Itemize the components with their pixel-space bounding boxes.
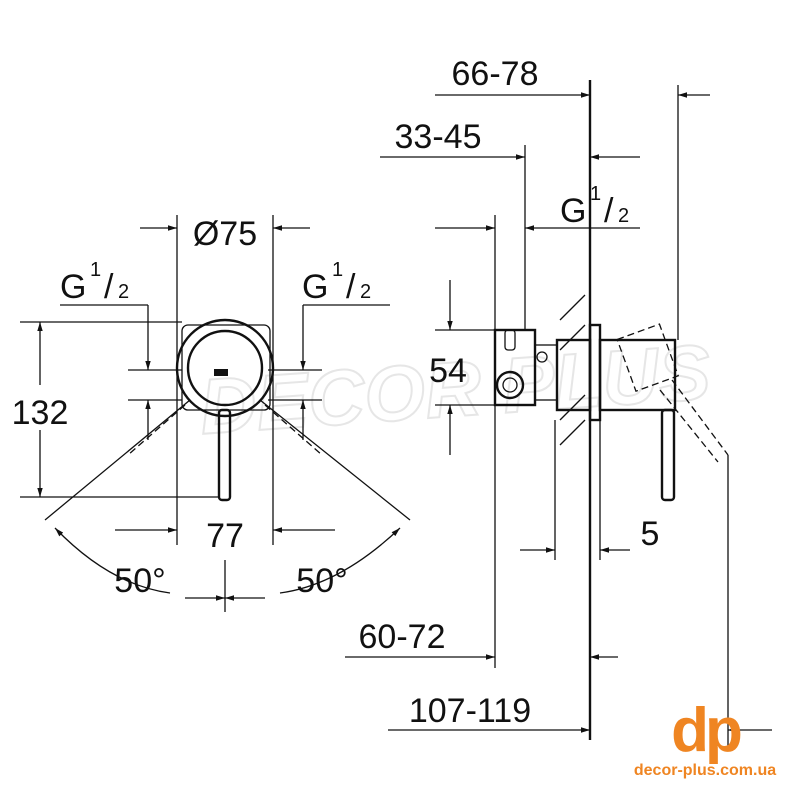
right-thread-label: G: [302, 268, 328, 306]
right-thread-slash: /: [346, 268, 356, 306]
side-thread-den: 2: [618, 205, 629, 227]
right-thread-num: 1: [332, 259, 343, 281]
depth-body-label: 33-45: [395, 118, 482, 156]
diameter-label: Ø75: [193, 215, 257, 253]
logo-url: decor-plus.com.ua: [633, 762, 777, 779]
wall-min-label: 60-72: [359, 618, 446, 656]
left-thread-slash: /: [104, 268, 114, 306]
angle-right-label: 50°: [296, 562, 347, 600]
right-thread-den: 2: [360, 281, 371, 303]
depth-total-label: 66-78: [452, 55, 539, 93]
logo-mark: dp: [671, 696, 743, 765]
side-thread-label: G: [560, 192, 586, 230]
body-height-label: 54: [429, 352, 467, 390]
overall-label: 107-119: [409, 692, 531, 730]
angle-left-label: 50°: [114, 562, 165, 600]
plate-label: 5: [641, 515, 660, 553]
side-thread-slash: /: [604, 192, 614, 230]
side-thread-num: 1: [590, 183, 601, 205]
width-label: 77: [206, 517, 244, 555]
decor-plus-logo: dp decor-plus.com.ua: [620, 700, 790, 780]
left-thread-den: 2: [118, 281, 129, 303]
left-thread-num: 1: [90, 259, 101, 281]
front-view: Ø75 G 1 / 2 G 1 / 2 132 77: [12, 215, 411, 612]
left-thread-label: G: [60, 268, 86, 306]
side-view: 66-78 33-45 G 1 / 2 54 5 60-72 107-119: [345, 55, 772, 748]
height-label: 132: [12, 394, 69, 432]
